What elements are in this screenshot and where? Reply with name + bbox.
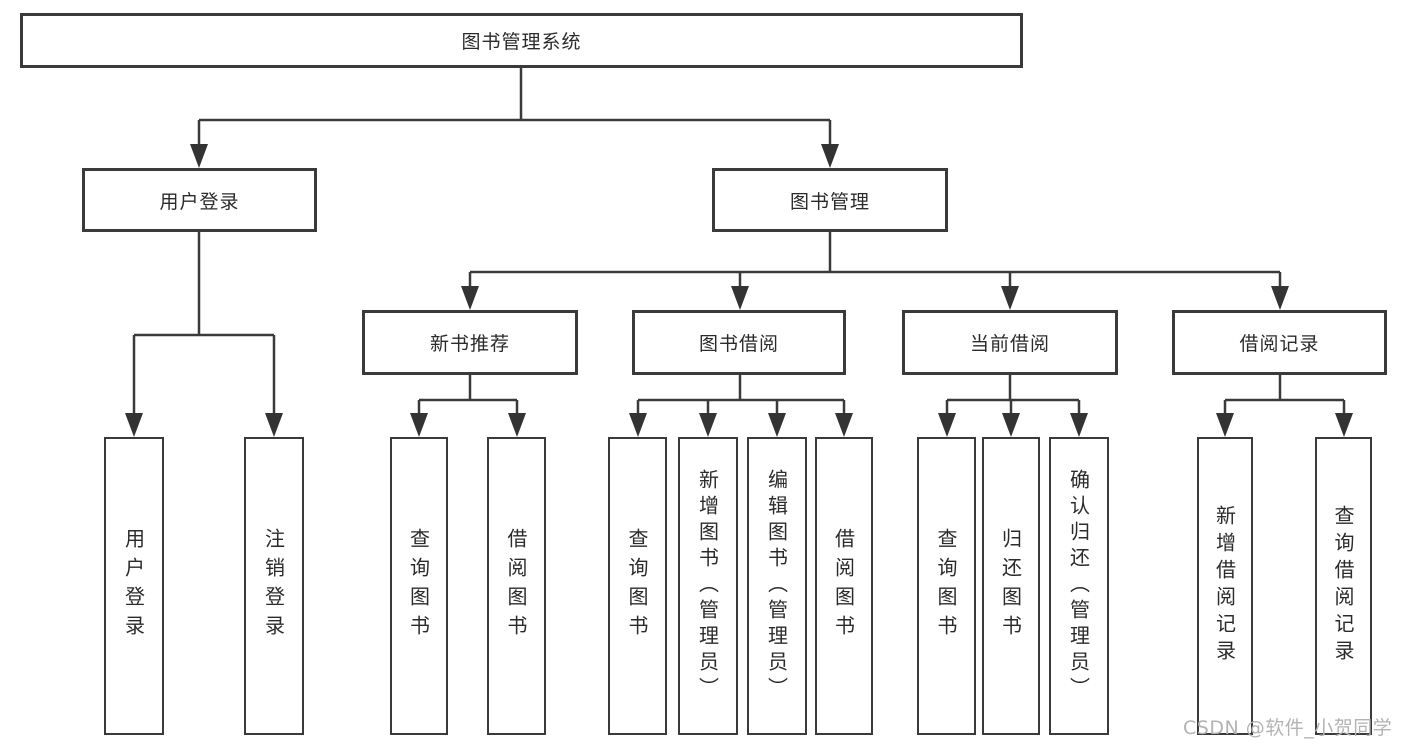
leaf-logout: 注销登录: [244, 437, 304, 735]
connector-mgmt-to-level3: [461, 232, 1289, 310]
csdn-watermark: CSDN @软件_小贺同学: [1183, 717, 1393, 739]
connector-current-to-leaves: [938, 375, 1088, 437]
leaf-edit-book-admin: 编辑图书（管理员）: [747, 437, 807, 735]
leaf-query-books-borrowing: 查询图书: [608, 437, 667, 735]
node-borrowing-records: 借阅记录: [1172, 310, 1387, 375]
connector-records-to-leaves: [1216, 375, 1353, 437]
leaf-add-book-admin: 新增图书（管理员）: [678, 437, 738, 735]
connector-recommend-to-leaves: [410, 375, 526, 437]
leaf-user-login: 用户登录: [104, 437, 164, 735]
leaf-add-borrow-record: 新增借阅记录: [1197, 437, 1253, 735]
node-library-system: 图书管理系统: [20, 13, 1023, 68]
leaf-return-book: 归还图书: [982, 437, 1040, 735]
leaf-borrow-books-borrowing: 借阅图书: [815, 437, 873, 735]
node-book-borrowing: 图书借阅: [632, 310, 846, 375]
leaf-query-books-recommend: 查询图书: [390, 437, 448, 735]
leaf-borrow-books-recommend: 借阅图书: [487, 437, 546, 735]
node-user-login: 用户登录: [82, 168, 317, 232]
node-current-borrowing: 当前借阅: [902, 310, 1118, 375]
node-book-management: 图书管理: [712, 168, 948, 232]
connector-root-to-level2: [190, 68, 839, 168]
leaf-query-borrow-record: 查询借阅记录: [1315, 437, 1372, 735]
leaf-confirm-return-admin: 确认归还（管理员）: [1049, 437, 1109, 735]
node-new-book-recommend: 新书推荐: [362, 310, 578, 375]
connector-login-to-leaves: [125, 232, 283, 437]
leaf-query-books-current: 查询图书: [917, 437, 976, 735]
connector-borrowing-to-leaves: [629, 375, 853, 437]
